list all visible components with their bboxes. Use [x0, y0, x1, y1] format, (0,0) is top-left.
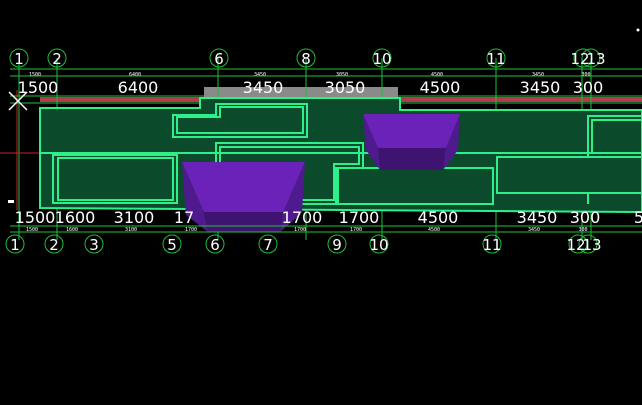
bottom-axis-labels: 1 2 3 5 6 7 9 10 11 12 13 — [10, 236, 601, 254]
top-small-dim: 6400 — [129, 72, 141, 78]
top-large-dim: 3450 — [243, 78, 284, 97]
top-small-dim: 1500 — [29, 72, 41, 78]
bottom-axis-label: 10 — [369, 236, 388, 254]
bottom-small-dim: 1700 — [185, 227, 197, 233]
bottom-small-dim: 3450 — [528, 227, 540, 233]
bottom-axis-label: 3 — [89, 236, 99, 254]
grip-point[interactable] — [636, 28, 640, 32]
bottom-large-dim: 4500 — [418, 208, 459, 227]
top-axis-label: 12 — [570, 50, 589, 68]
bottom-small-dims: 1500 1600 3100 1700 1700 1700 4500 3450 … — [26, 227, 588, 233]
bottom-small-dim: 4500 — [428, 227, 440, 233]
top-axis-label: 11 — [486, 50, 505, 68]
bottom-axis-label: 6 — [210, 236, 220, 254]
bottom-large-dim: 17 — [174, 208, 194, 227]
ucs-crosshair-icon — [8, 91, 28, 111]
top-gray-bar — [204, 87, 398, 98]
top-small-dim: 4500 — [431, 72, 443, 78]
bottom-small-dim: 1500 — [26, 227, 38, 233]
top-red-band-left — [40, 97, 200, 102]
purple-solid-left[interactable] — [182, 162, 305, 232]
purple-solid-right[interactable] — [363, 114, 460, 170]
top-small-dim: 3450 — [532, 72, 544, 78]
bottom-small-dim: 1600 — [66, 227, 78, 233]
top-red-band-right — [400, 97, 642, 102]
bottom-axis-label: 12 — [566, 236, 585, 254]
grip-point[interactable] — [8, 200, 14, 203]
bottom-axis-label: 1 — [10, 236, 20, 254]
top-axis-label: 2 — [52, 50, 62, 68]
bottom-small-dim: 1700 — [294, 227, 306, 233]
top-large-dim: 3050 — [325, 78, 366, 97]
bottom-axis-label: 11 — [482, 236, 501, 254]
top-axis-label: 1 — [14, 50, 24, 68]
top-axis-labels: 1 2 6 8 10 11 12 13 — [14, 50, 605, 68]
top-large-dim: 1500 — [18, 78, 59, 97]
bottom-large-dim: 3100 — [114, 208, 155, 227]
top-large-dim: 3450 — [520, 78, 561, 97]
bottom-large-dim: 5 — [634, 208, 642, 227]
bottom-large-dim: 1500 — [15, 208, 56, 227]
bottom-large-dim: 1600 — [55, 208, 96, 227]
top-large-dim: 4500 — [420, 78, 461, 97]
bottom-axis-label: 2 — [49, 236, 59, 254]
bottom-small-dim: 300 — [578, 227, 587, 233]
top-small-dim: 300 — [581, 72, 590, 78]
bottom-small-dim: 3100 — [125, 227, 137, 233]
bottom-axis-label: 13 — [582, 236, 601, 254]
bottom-small-dim: 1700 — [350, 227, 362, 233]
bottom-axis-label: 9 — [332, 236, 342, 254]
top-small-dim: 3450 — [254, 72, 266, 78]
bottom-large-dim: 300 — [570, 208, 601, 227]
bottom-large-dim: 1700 — [282, 208, 323, 227]
top-axis-label: 10 — [372, 50, 391, 68]
top-large-dim: 6400 — [118, 78, 159, 97]
top-axis-label: 6 — [214, 50, 224, 68]
top-small-dims: 1500 6400 3450 3050 4500 3450 300 — [29, 72, 591, 78]
bottom-large-dim: 1700 — [339, 208, 380, 227]
bottom-axis-label: 5 — [167, 236, 177, 254]
bottom-large-dim: 3450 — [517, 208, 558, 227]
top-large-dims: 1500 6400 3450 3050 4500 3450 300 — [18, 78, 604, 97]
bottom-dimension-lines — [10, 225, 642, 233]
bottom-axis-bubbles — [5, 234, 598, 254]
top-axis-label: 8 — [301, 50, 311, 68]
bottom-axis-label: 7 — [263, 236, 273, 254]
top-axis-bubbles — [9, 48, 601, 68]
top-axis-label: 13 — [586, 50, 605, 68]
top-large-dim: 300 — [573, 78, 604, 97]
top-small-dim: 3050 — [336, 72, 348, 78]
bottom-large-dims: 1500 1600 3100 17 1700 1700 4500 3450 30… — [15, 208, 642, 227]
